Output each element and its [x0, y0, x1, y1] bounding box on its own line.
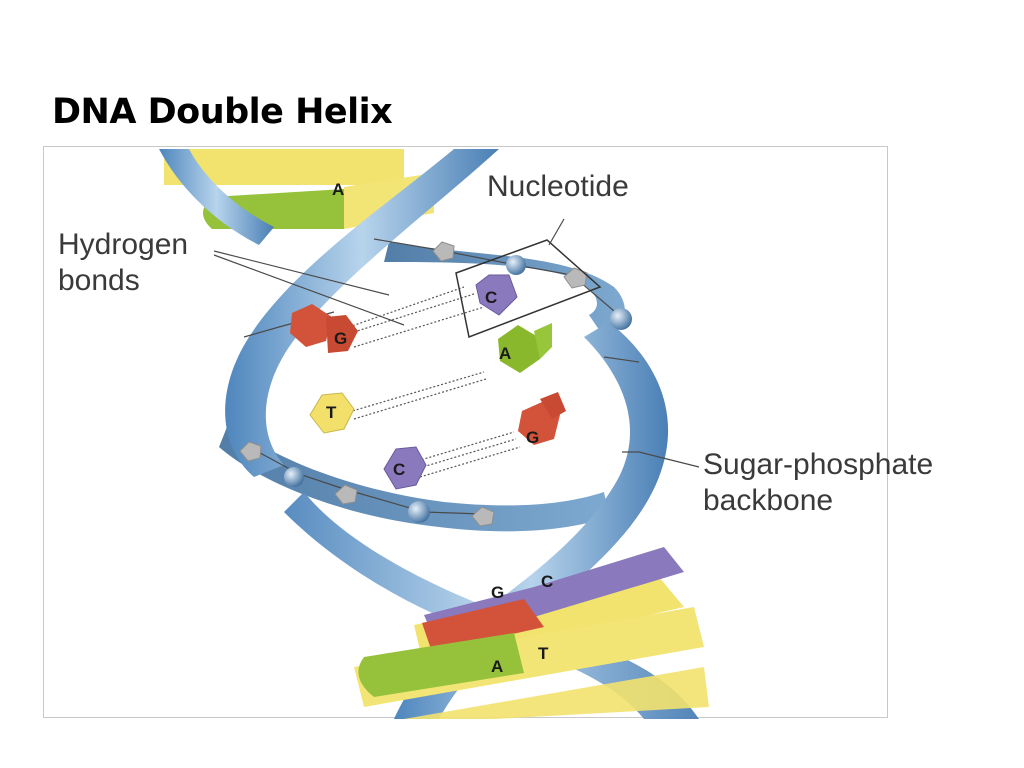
nucleotide-label: Nucleotide [487, 170, 629, 203]
sugar-pentagon [563, 267, 588, 289]
base-a-top: A [332, 180, 344, 199]
base-g-bottom: G [491, 583, 504, 602]
svg-text:A: A [499, 344, 511, 363]
phosphate-ball [506, 255, 526, 275]
sugar-pentagon [334, 484, 358, 505]
svg-text:C: C [485, 288, 497, 307]
bottom-base-pairs: G C A T [354, 547, 709, 719]
c-base-lower: C [383, 446, 427, 490]
a-base-middle: A [498, 323, 552, 373]
phosphate-ball [610, 308, 632, 330]
svg-text:G: G [526, 428, 539, 447]
base-t-bottom: T [538, 644, 549, 663]
dna-helix-illustration: A G C A T [159, 149, 709, 719]
g-base-left: G [290, 304, 358, 353]
sugar-pentagon [239, 441, 262, 462]
svg-text:G: G [334, 329, 347, 348]
slide-title: DNA Double Helix [52, 92, 393, 132]
base-c-bottom: C [541, 572, 553, 591]
hydrogen-bonds-label: Hydrogen bonds [58, 228, 189, 297]
base-a-bottom: A [491, 657, 503, 676]
callout-leader-lines [213, 218, 700, 468]
hydrogen-bond-lines [348, 286, 521, 478]
sugar-groups [239, 241, 588, 527]
outer-strand-left [159, 149, 274, 245]
dna-diagram: A G C A T [43, 146, 933, 719]
svg-text:T: T [326, 403, 337, 422]
nucleotide-outline-box [455, 239, 602, 339]
sugar-pentagon [432, 241, 455, 262]
phosphate-ball [284, 467, 304, 487]
sugar-pentagon [471, 506, 495, 527]
sugar-phosphate-backbone-label: Sugar-phosphate backbone [703, 448, 934, 517]
phosphate-ball [408, 501, 430, 523]
t-base-left: T [309, 392, 355, 434]
svg-text:C: C [393, 460, 405, 479]
c-base-upper: C [475, 274, 518, 316]
g-base-right: G [518, 392, 566, 447]
phosphate-groups [284, 255, 632, 523]
